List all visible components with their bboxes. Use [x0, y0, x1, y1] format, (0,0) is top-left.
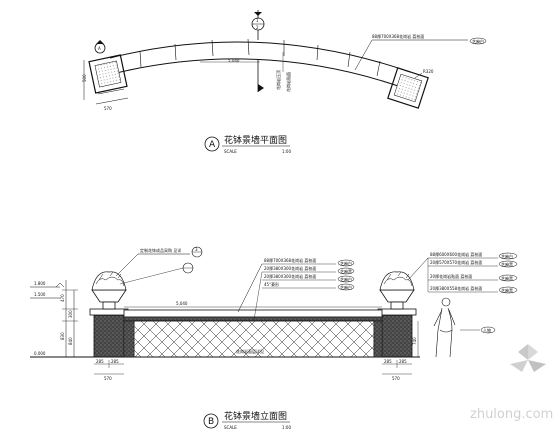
elevation-left-dim-2: 300 — [68, 310, 73, 318]
plan-title: 花钵景墙平面图 — [224, 134, 287, 146]
elevation-center-callout-4: 45°菱形 — [264, 281, 279, 287]
plan-section-tag-top: 1 — [256, 18, 259, 23]
elevation-human-figure — [433, 297, 456, 358]
elevation-planter-right — [379, 271, 415, 310]
plan-scale-label: SCALE — [224, 149, 237, 154]
elevation-right-callout-tag-2: 芝麻黑 — [501, 261, 513, 267]
elevation-level-1: 1.800 — [34, 281, 46, 286]
elevation-left-dim-4: 840 — [68, 337, 73, 345]
elevation-scale-value: 1:00 — [282, 425, 291, 430]
elevation-left-dim-3: 830 — [60, 332, 65, 340]
plan-view: 500 570 1 2 A 5,040 花岗岩压顶 花岗岩贴面 — [82, 10, 487, 154]
watermark: zhulong.com — [470, 344, 553, 422]
elevation-figure-label: 人物 — [483, 327, 491, 333]
elevation-wall-cap — [123, 309, 383, 318]
elevation-right-callout-3: 20厚花岗岩贴面 荔枝面 — [430, 273, 472, 279]
plan-planter-right-inner — [393, 73, 423, 103]
elevation-span-dim: 5,040 — [176, 301, 188, 306]
plan-dim-arc: 5,040 — [228, 58, 240, 63]
plan-scale-value: 1:00 — [282, 149, 291, 154]
elevation-title: 花钵景墙立面图 — [224, 410, 287, 422]
elevation-right-callout-tag-4: 芝麻黑 — [501, 287, 513, 293]
elevation-center-callout-tag-4: 芝麻白 — [340, 284, 352, 290]
elevation-left-dim-1: 470 — [60, 294, 65, 302]
elevation-center-callout-2: 20厚380X300花岗岩 荔枝面 — [264, 265, 316, 271]
plan-circle-label: A — [209, 140, 216, 150]
plan-callout-main: 88厚700X368花岗岩 荔枝面 — [372, 33, 424, 39]
elevation-right-callout-1: 88厚600X600花岗岩 荔枝面 — [430, 251, 482, 257]
elevation-center-callout-tag-1: 芝麻白 — [340, 260, 352, 266]
elevation-center-callout-tag-3: 芝麻白 — [340, 276, 352, 282]
elevation-right-callout-tag-1: 芝麻白 — [501, 253, 513, 259]
elevation-right-callouts: 88厚600X600花岗岩 荔枝面 20厚570X570花岗岩 荔枝面 20厚花… — [407, 251, 518, 334]
plan-vert-label-1: 花岗岩压顶 — [275, 70, 281, 90]
elevation-bottom-dims: 285 285 570 285 285 570 — [94, 359, 412, 381]
elevation-right-dim: 740 — [412, 337, 417, 345]
elevation-planter-left — [91, 271, 127, 310]
plan-dim-left-2: 570 — [104, 106, 112, 111]
elevation-title-circle — [203, 413, 219, 429]
elevation-bottom-dim-4: 285 — [384, 359, 392, 364]
elevation-pier-left — [93, 314, 125, 358]
elevation-left-callout: 定制花钵成品采购 见详 3 — [115, 246, 203, 285]
elevation-level-3: 0.000 — [34, 351, 46, 356]
elevation-view: 1.800 1.500 0.000 470 300 830 840 5,040 … — [30, 246, 518, 430]
elevation-left-callout-text: 定制花钵成品采购 见详 — [140, 247, 181, 253]
plan-callout-main-tag: 芝麻白 — [472, 38, 484, 44]
plan-planter-right — [387, 67, 429, 109]
plan-arc-outer — [109, 41, 411, 73]
elevation-level-2: 1.500 — [34, 292, 46, 297]
elevation-level-markers: 1.800 1.500 0.000 — [30, 281, 65, 358]
elevation-center-callouts: 88厚700X368花岗岩 荔枝面 20厚380X300花岗岩 荔枝面 20厚3… — [237, 257, 355, 321]
elevation-circle-label: B — [208, 417, 214, 427]
plan-section-marker-top: 1 2 — [251, 10, 265, 40]
elevation-scale-label: SCALE — [224, 425, 237, 430]
elevation-left-dims: 470 300 830 840 — [60, 280, 78, 357]
elevation-left-callout-tag: 3 — [195, 247, 198, 252]
elevation-center-callout-1: 88厚700X368花岗岩 荔枝面 — [264, 257, 316, 263]
plan-title-circle — [204, 136, 220, 152]
plan-planter-left-inner — [94, 60, 122, 88]
elevation-pier-right — [381, 314, 413, 358]
plan-arc-joints — [139, 38, 381, 77]
watermark-text: zhulong.com — [470, 407, 553, 422]
plan-vert-label-2: 花岗岩贴面 — [285, 72, 291, 92]
plan-callout-leader — [354, 39, 373, 71]
plan-callout-right: R320 — [423, 69, 434, 74]
elevation-ground-label: 花岗岩面层详见 — [236, 348, 264, 354]
elevation-right-callout-tag-3: 芝麻黑 — [501, 275, 513, 281]
plan-dim-left-1: 500 — [82, 74, 87, 82]
elevation-center-callout-tag-2: 芝麻黑 — [340, 268, 352, 274]
elevation-right-callout-4: 20厚380X558花岗岩 荔枝面 — [430, 285, 482, 291]
elevation-bottom-dim-1: 285 — [96, 359, 104, 364]
watermark-logo-icon — [510, 344, 546, 372]
plan-planter-left — [88, 54, 128, 94]
plan-section-tag-left: A — [98, 46, 101, 51]
plan-section-tag-bottom: 2 — [256, 25, 259, 30]
plan-arc-inner — [111, 58, 405, 89]
elevation-center-callout-3: 20厚380X300花岗岩 荔枝面 — [264, 273, 316, 279]
elevation-bottom-dim-2: 285 — [111, 359, 119, 364]
elevation-bottom-dim-5: 285 — [399, 359, 407, 364]
plan-section-marker-bottom — [257, 60, 264, 92]
plan-section-marker-left: A — [94, 40, 106, 54]
elevation-bottom-dim-6: 570 — [392, 376, 400, 381]
elevation-bottom-dim-3: 570 — [104, 376, 112, 381]
elevation-right-callout-2: 20厚570X570花岗岩 荔枝面 — [430, 259, 482, 265]
